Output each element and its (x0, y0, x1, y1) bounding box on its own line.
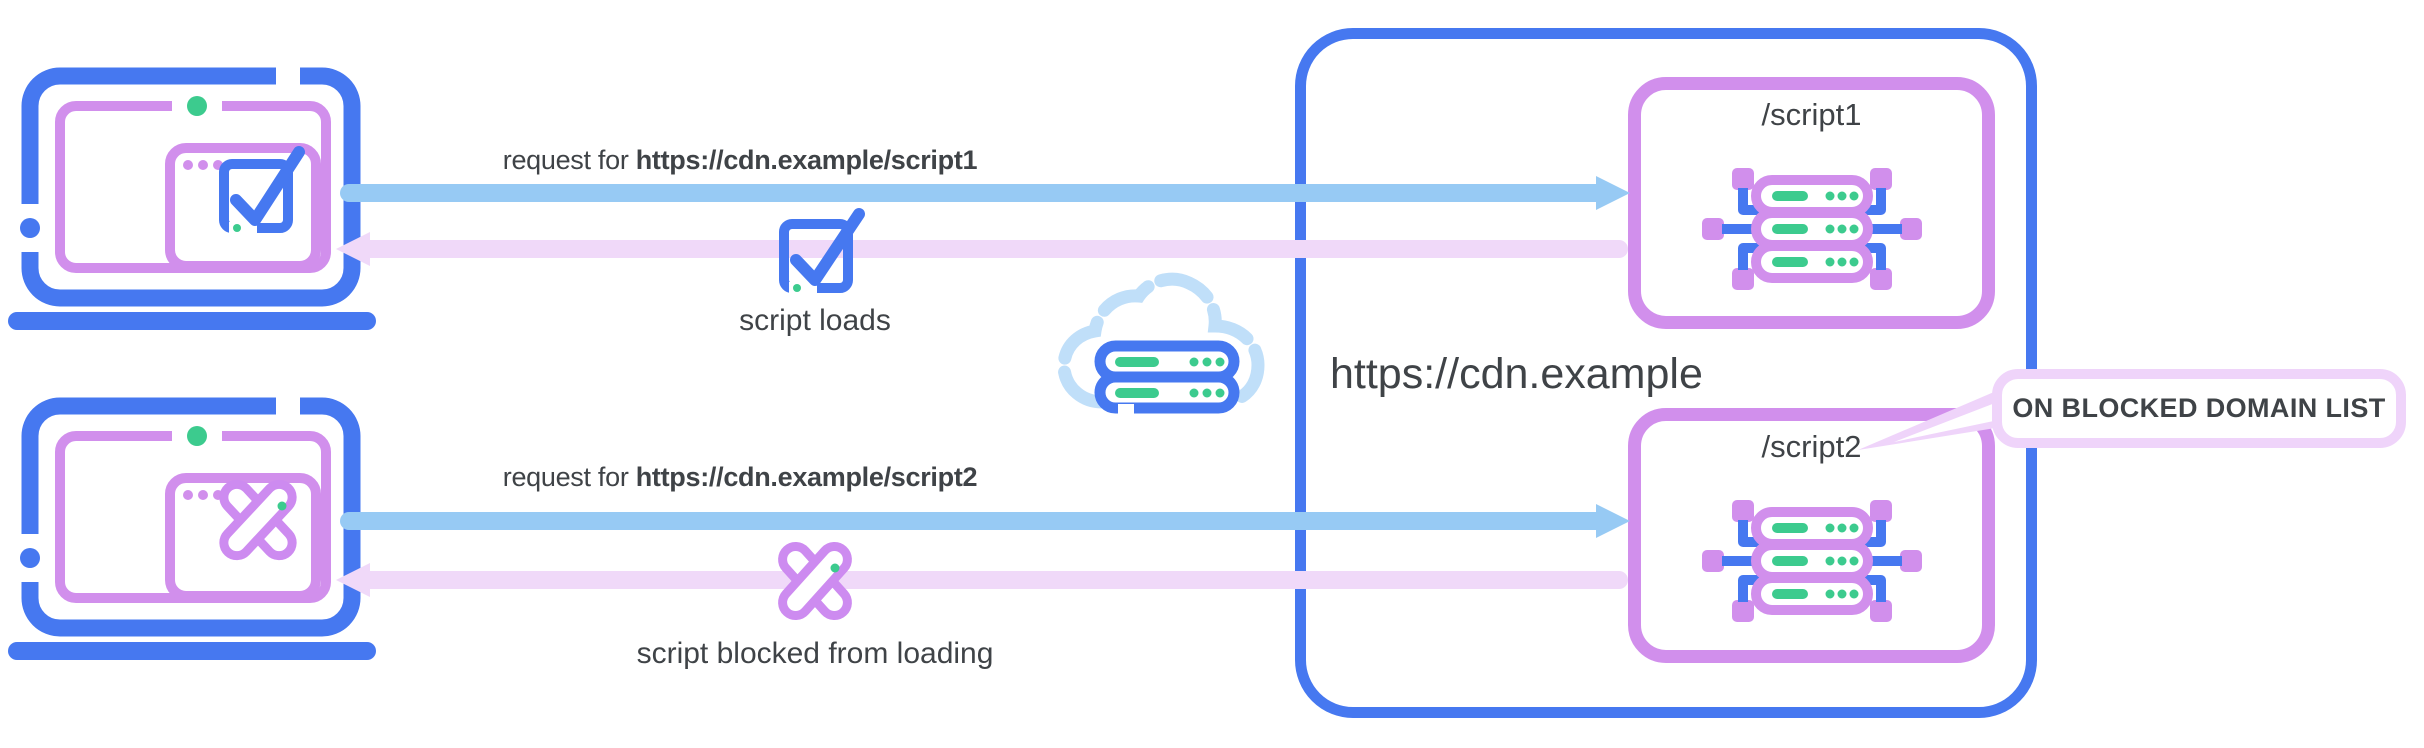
response2-caption: script blocked from loading (636, 637, 994, 670)
request1-label: request for https://cdn.example/script1 (340, 145, 1140, 176)
webcam-dot (187, 426, 207, 446)
response1-caption: script loads (739, 304, 891, 337)
server-cluster-icon (1702, 168, 1922, 290)
blocked-domain-callout-text: ON BLOCKED DOMAIN LIST (2012, 393, 2386, 423)
server-cluster-icon (1702, 500, 1922, 622)
blocked-x-icon (778, 541, 852, 621)
webcam-dot (187, 96, 207, 116)
blocked-domain-callout: ON BLOCKED DOMAIN LIST (1992, 369, 2406, 448)
request2-arrow (340, 512, 1598, 530)
laptop-icon (8, 392, 376, 660)
laptop-icon (8, 62, 376, 330)
request1-url: https://cdn.example/script1 (635, 145, 978, 175)
script1-node-box (1628, 77, 1995, 329)
script1-label: /script1 (1761, 97, 1862, 132)
request1-arrow (340, 184, 1598, 202)
cloud-servers-icon (1057, 272, 1265, 414)
script2-label: /script2 (1761, 429, 1862, 464)
request2-prefix: request for (502, 462, 636, 492)
request2-label: request for https://cdn.example/script2 (340, 462, 1140, 493)
request2-arrowhead (1596, 504, 1630, 538)
request2-url: https://cdn.example/script2 (635, 462, 978, 492)
request1-arrowhead (1596, 176, 1630, 210)
x-icon (219, 479, 297, 561)
response1-arrowhead (336, 232, 370, 266)
cdn-domain-label: https://cdn.example (1330, 350, 1703, 398)
response1-arrow (370, 240, 1628, 258)
response2-arrow (370, 571, 1628, 589)
callout-tail (1858, 386, 2008, 450)
request1-prefix: request for (502, 145, 636, 175)
response2-arrowhead (336, 563, 370, 597)
check-in-box-icon (779, 208, 865, 294)
check-icon (230, 146, 305, 226)
